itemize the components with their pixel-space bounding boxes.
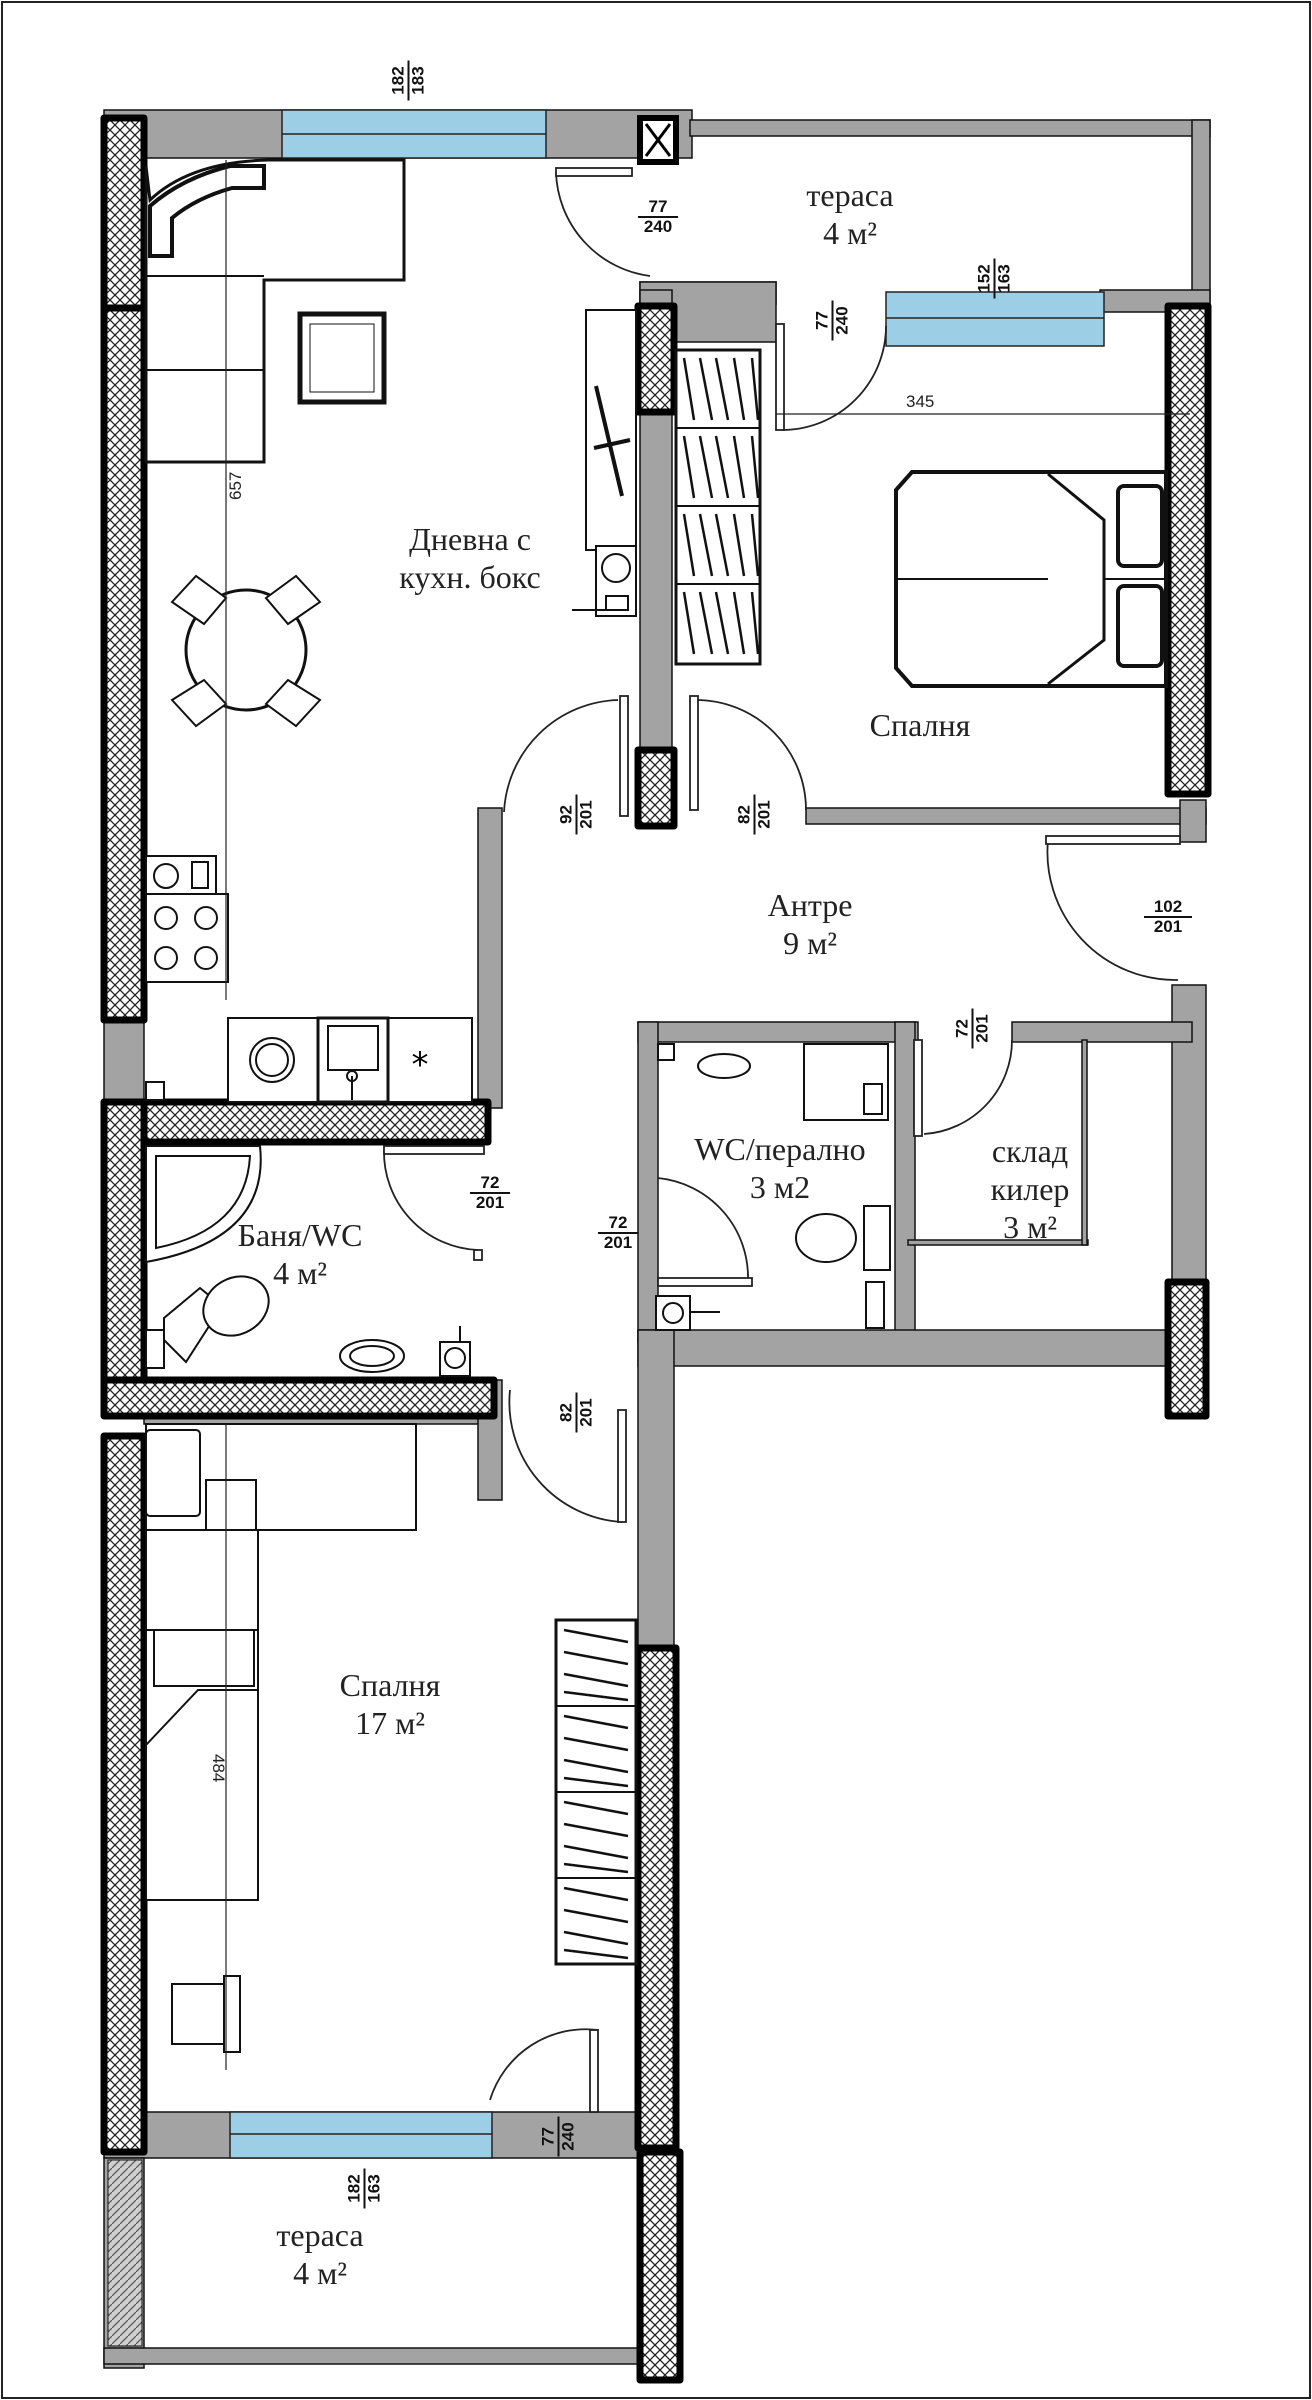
dim-window-bedroom-top-w: 152 xyxy=(975,258,996,299)
room-terrace-bottom-name: тераса xyxy=(276,2217,364,2253)
doors xyxy=(383,167,1181,2113)
dim-window-bedroom-top-h: 163 xyxy=(994,264,1014,293)
room-bedroom-top-label: Спалня xyxy=(810,706,1030,744)
room-living-name-1: Дневна с xyxy=(409,521,531,557)
dim-window-living-top-w: 182 xyxy=(389,60,410,101)
room-terrace-top-area: 4 м² xyxy=(823,215,877,251)
dim-window-bedroom-bottom-w: 182 xyxy=(345,2168,366,2209)
windows xyxy=(229,109,1105,2159)
dim-door-bedroom-bottom: 82 201 xyxy=(557,1392,596,1433)
measure-lines xyxy=(225,160,1190,2070)
dim-window-bedroom-bottom: 182 163 xyxy=(345,2168,384,2209)
room-hall-label: Антре 9 м² xyxy=(700,886,920,962)
room-terrace-top-label: тераса 4 м² xyxy=(740,176,960,252)
dim-door-wc-w: 72 xyxy=(598,1214,638,1234)
dim-window-bedroom-bottom-h: 163 xyxy=(364,2174,384,2203)
dim-door-terrace-bedroom-h: 240 xyxy=(832,306,852,335)
dim-door-bath-w: 72 xyxy=(470,1174,510,1194)
room-wc-laundry-name: WC/перално xyxy=(694,1131,866,1167)
dim-door-wc: 72 201 xyxy=(598,1214,638,1251)
room-hall-area: 9 м² xyxy=(783,925,837,961)
appliance-star-icon: * xyxy=(412,1045,429,1085)
dim-door-living: 92 201 xyxy=(557,794,596,835)
room-wc-laundry-label: WC/перално 3 м2 xyxy=(660,1130,900,1206)
dim-door-bedroom-top: 82 201 xyxy=(735,794,774,835)
dim-door-wc-h: 201 xyxy=(603,1233,633,1252)
room-storage-label: склад килер 3 м² xyxy=(930,1132,1130,1246)
terrace-parapet xyxy=(107,2159,143,2347)
room-living-label: Дневна с кухн. бокс xyxy=(340,520,600,596)
dim-door-bedroom-bottom-w: 82 xyxy=(557,1392,578,1433)
dim-door-living-w: 92 xyxy=(557,794,578,835)
dim-door-terrace-bedroom: 77 240 xyxy=(813,300,852,341)
furniture xyxy=(144,158,1168,2053)
dim-door-terrace-living-w: 77 xyxy=(638,198,678,218)
room-living-name-2: кухн. бокс xyxy=(399,559,541,595)
dim-door-terrace-bedroom-w: 77 xyxy=(813,300,834,341)
room-bathroom-area: 4 м² xyxy=(273,1255,327,1291)
dim-door-bedroom-top-w: 82 xyxy=(735,794,756,835)
dim-door-entrance-w: 102 xyxy=(1144,898,1192,918)
room-bedroom-top-name: Спалня xyxy=(869,707,971,743)
room-bathroom-name: Баня/WC xyxy=(237,1217,363,1253)
room-terrace-bottom-label: тераса 4 м² xyxy=(210,2216,430,2292)
dim-window-bedroom-top: 152 163 xyxy=(975,258,1014,299)
measure-bedroom-width: 345 xyxy=(906,392,935,411)
dim-door-terrace-bottom-w: 77 xyxy=(539,2116,560,2157)
dim-door-bath-h: 201 xyxy=(475,1193,505,1212)
dim-door-entrance-h: 201 xyxy=(1153,917,1183,936)
room-bedroom-bottom-label: Спалня 17 м² xyxy=(280,1666,500,1742)
wardrobe-hangers xyxy=(563,357,760,1960)
dim-door-living-h: 201 xyxy=(576,800,596,829)
dim-door-terrace-bottom: 77 240 xyxy=(539,2116,578,2157)
room-hall-name: Антре xyxy=(767,887,853,923)
dim-window-living-top: 182 183 xyxy=(389,60,428,101)
dim-door-entrance: 102 201 xyxy=(1144,898,1192,935)
dim-door-storage-h: 201 xyxy=(972,1014,992,1043)
room-storage-name-2: килер xyxy=(990,1171,1070,1207)
room-wc-laundry-area: 3 м2 xyxy=(749,1169,811,1205)
room-terrace-bottom-area: 4 м² xyxy=(293,2255,347,2291)
bearing-walls xyxy=(100,114,1212,2384)
room-bathroom-label: Баня/WC 4 м² xyxy=(190,1216,410,1292)
dim-door-storage-w: 72 xyxy=(953,1008,974,1049)
dim-door-storage: 72 201 xyxy=(953,1008,992,1049)
room-terrace-top-name: тераса xyxy=(806,177,894,213)
room-storage-area: 3 м² xyxy=(1003,1209,1057,1245)
measure-bedroom-length: 484 xyxy=(209,1754,228,1783)
measure-living-length: 657 xyxy=(226,471,245,500)
dim-door-bedroom-bottom-h: 201 xyxy=(576,1398,596,1427)
room-bedroom-bottom-area: 17 м² xyxy=(355,1705,425,1741)
dim-window-living-top-h: 183 xyxy=(408,66,428,95)
dim-door-terrace-bottom-h: 240 xyxy=(558,2122,578,2151)
dim-door-terrace-living-h: 240 xyxy=(643,217,673,236)
dim-door-bedroom-top-h: 201 xyxy=(754,800,774,829)
room-bedroom-bottom-name: Спалня xyxy=(339,1667,441,1703)
dim-door-bath: 72 201 xyxy=(470,1174,510,1211)
dim-door-terrace-living: 77 240 xyxy=(638,198,678,235)
room-storage-name-1: склад xyxy=(991,1133,1069,1169)
